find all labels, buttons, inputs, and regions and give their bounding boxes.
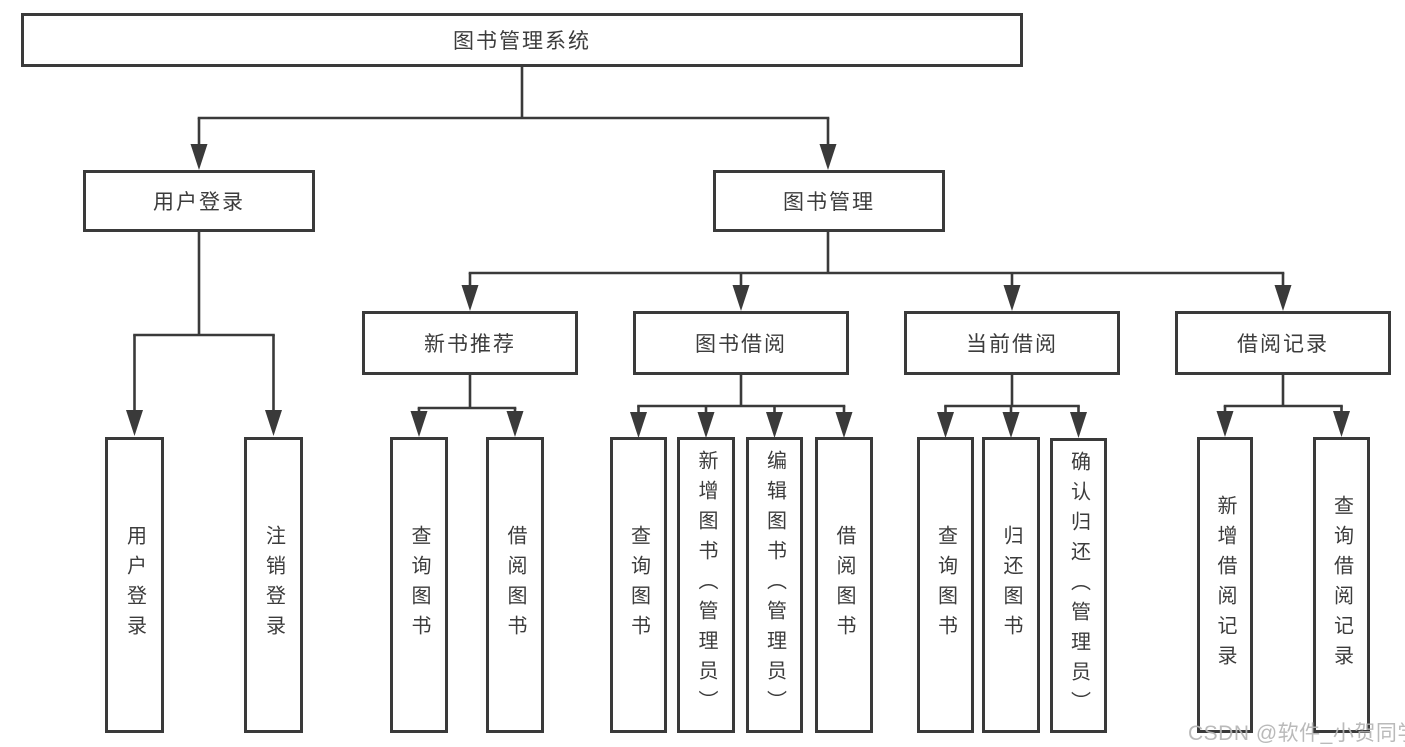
leaf-add-books-admin-label: 新增图书（管理员）	[695, 450, 717, 720]
node-book-management-branch: 图书管理	[713, 170, 945, 232]
node-user-login-branch-label: 用户登录	[153, 191, 245, 214]
leaf-borrow-books-2: 借阅图书	[815, 437, 873, 733]
node-book-borrow: 图书借阅	[633, 311, 849, 375]
leaf-query-books-2-label: 查询图书	[627, 525, 650, 645]
leaf-query-borrow-record-label: 查询借阅记录	[1330, 495, 1353, 675]
connector-arrowheads	[126, 144, 1350, 438]
node-current-borrow: 当前借阅	[904, 311, 1120, 375]
leaf-user-login-label: 用户登录	[123, 525, 146, 645]
node-current-borrow-label: 当前借阅	[966, 333, 1058, 356]
leaf-borrow-books-2-label: 借阅图书	[833, 525, 855, 645]
leaf-confirm-return-admin-label: 确认归还（管理员）	[1067, 450, 1090, 721]
leaf-add-books-admin: 新增图书（管理员）	[677, 437, 735, 733]
node-root: 图书管理系统	[21, 13, 1023, 67]
leaf-return-books-label: 归还图书	[1000, 525, 1022, 645]
leaf-query-books-1: 查询图书	[390, 437, 448, 733]
leaf-add-borrow-record: 新增借阅记录	[1197, 437, 1253, 733]
leaf-borrow-books-1-label: 借阅图书	[504, 525, 526, 645]
leaf-query-books-2: 查询图书	[610, 437, 667, 733]
node-new-book-recommend-label: 新书推荐	[424, 333, 516, 356]
node-borrow-records-label: 借阅记录	[1237, 333, 1329, 356]
leaf-logout-label: 注销登录	[262, 525, 285, 645]
node-book-borrow-label: 图书借阅	[695, 333, 787, 356]
leaf-add-borrow-record-label: 新增借阅记录	[1214, 495, 1236, 675]
csdn-watermark: CSDN @软件_小贺同学	[1188, 722, 1405, 745]
leaf-borrow-books-1: 借阅图书	[486, 437, 544, 733]
leaf-query-books-3-label: 查询图书	[934, 525, 957, 645]
leaf-query-borrow-record: 查询借阅记录	[1313, 437, 1370, 733]
node-borrow-records: 借阅记录	[1175, 311, 1391, 375]
leaf-user-login: 用户登录	[105, 437, 164, 733]
node-user-login-branch: 用户登录	[83, 170, 315, 232]
node-new-book-recommend: 新书推荐	[362, 311, 578, 375]
leaf-return-books: 归还图书	[982, 437, 1040, 733]
leaf-query-books-3: 查询图书	[917, 437, 974, 733]
node-book-management-branch-label: 图书管理	[783, 191, 875, 214]
leaf-query-books-1-label: 查询图书	[408, 525, 430, 645]
leaf-edit-books-admin-label: 编辑图书（管理员）	[763, 450, 786, 720]
node-root-label: 图书管理系统	[453, 30, 591, 53]
leaf-edit-books-admin: 编辑图书（管理员）	[746, 437, 803, 733]
leaf-logout: 注销登录	[244, 437, 303, 733]
leaf-confirm-return-admin: 确认归还（管理员）	[1050, 438, 1107, 733]
